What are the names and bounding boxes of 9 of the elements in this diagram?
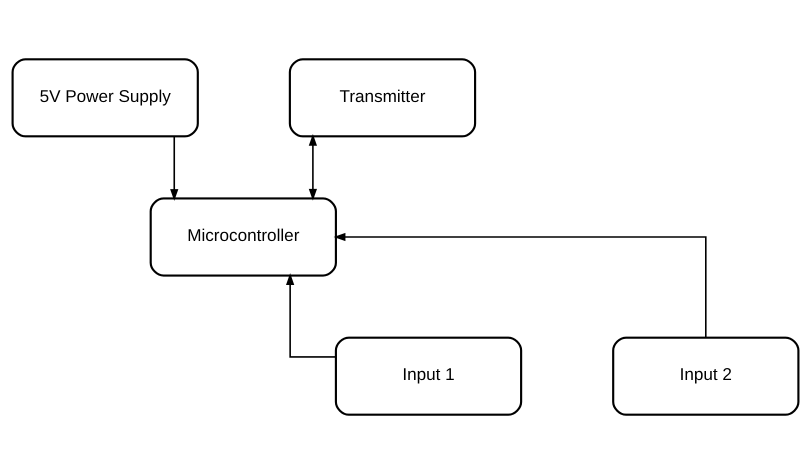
- arrow: [170, 136, 178, 200]
- node-box: 5V Power Supply: [12, 58, 199, 137]
- node-box: Microcontroller: [150, 196, 337, 276]
- node-box: Input 1: [334, 336, 522, 416]
- node-box: Transmitter: [288, 58, 476, 137]
- arrow: [308, 133, 318, 200]
- node-box: Input 2: [612, 336, 800, 416]
- arrow: [334, 232, 707, 337]
- arrow: [286, 272, 336, 358]
